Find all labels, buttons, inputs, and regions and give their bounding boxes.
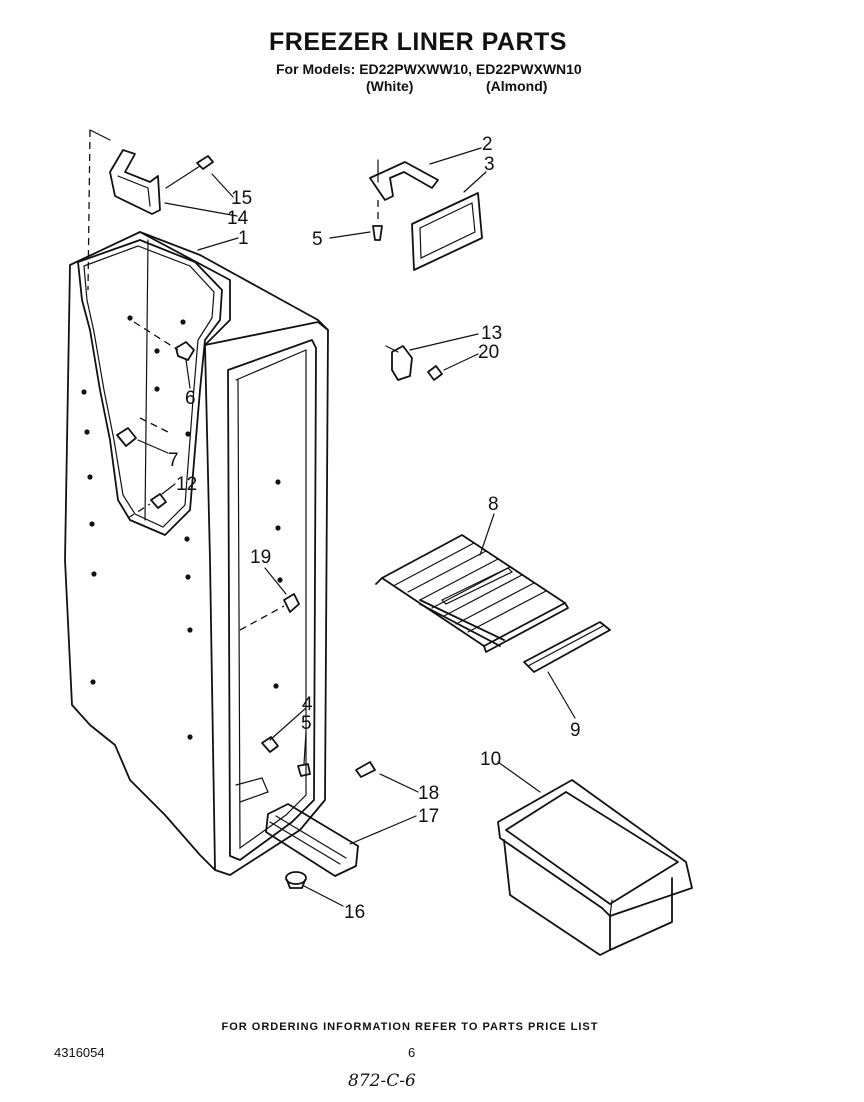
trim-strip-9: [523, 621, 611, 673]
page-title: FREEZER LINER PARTS: [269, 28, 567, 56]
callout-14: 14: [227, 208, 249, 229]
leader-lines: [137, 147, 576, 907]
callout-2: 2: [482, 134, 493, 155]
bracket-14: [109, 149, 161, 215]
bracket-19: [239, 593, 300, 631]
callout-labels: 2 3 5 15 14 1 13 20 6 7 12 8 19 4 5 9 10…: [168, 134, 581, 923]
callout-9: 9: [570, 720, 581, 741]
switch-13: [385, 345, 413, 381]
clip-7: [116, 417, 173, 447]
callout-18: 18: [418, 783, 439, 804]
document-number: 4316054: [54, 1045, 105, 1060]
color-white-label: (White): [366, 78, 414, 94]
callout-20: 20: [478, 342, 499, 363]
callout-15: 15: [231, 188, 252, 209]
page-number: 6: [408, 1045, 416, 1060]
clip-6: [133, 321, 195, 361]
callout-5-top: 5: [312, 229, 323, 250]
screw-20: [427, 365, 443, 381]
color-almond-label: (Almond): [486, 78, 548, 94]
callout-4: 4: [302, 694, 313, 715]
callout-19: 19: [250, 547, 271, 568]
screw-5-bottom: [297, 763, 311, 777]
handwritten-code: 872-C-6: [348, 1071, 416, 1091]
model-numbers: For Models: ED22PWXWW10, ED22PWXWN10: [276, 61, 582, 77]
callout-10: 10: [480, 749, 501, 770]
bin-10: [497, 779, 693, 956]
freezer-liner: [64, 129, 329, 876]
callout-8: 8: [488, 494, 499, 515]
callout-13: 13: [481, 323, 502, 344]
ordering-note: FOR ORDERING INFORMATION REFER TO PARTS …: [221, 1021, 599, 1033]
callout-7: 7: [168, 450, 179, 471]
plug-16: [285, 871, 307, 889]
screw-18: [355, 761, 376, 778]
clip-12: [127, 493, 167, 519]
callout-1: 1: [238, 228, 249, 249]
screw-5-top: [372, 200, 383, 241]
callout-5-bottom: 5: [301, 713, 312, 734]
clip-4: [261, 736, 279, 753]
wire-shelf-8: [375, 534, 569, 653]
callout-12: 12: [176, 474, 197, 495]
callout-16: 16: [344, 902, 365, 923]
vent-17: [265, 803, 359, 877]
callout-17: 17: [418, 806, 439, 827]
callout-3: 3: [484, 154, 495, 175]
callout-6: 6: [185, 388, 196, 409]
light-shield-3: [411, 192, 483, 271]
liner-holes: [81, 315, 283, 740]
screw-15: [165, 155, 214, 189]
bracket-2: [369, 159, 439, 201]
